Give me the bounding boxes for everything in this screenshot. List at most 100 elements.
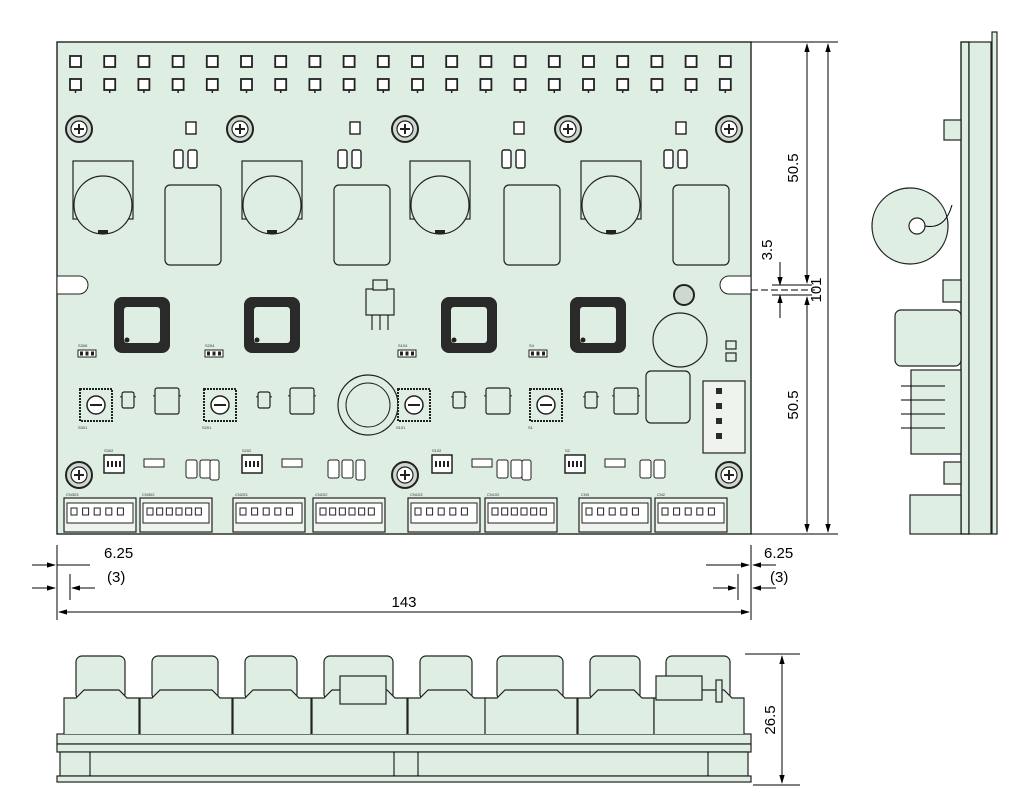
dim-right-hole: (3): [770, 569, 788, 586]
led-pad: [171, 55, 185, 68]
smd-pair: [653, 459, 666, 479]
led-pad: [137, 55, 151, 68]
smd-pair: [341, 459, 354, 479]
led-pad: [274, 78, 288, 91]
inductor-block: [645, 370, 691, 424]
right-header-connector: [702, 340, 746, 454]
rotary-label: S201: [202, 425, 212, 430]
led-pad: [240, 78, 253, 91]
electrolytic-capacitor: [581, 175, 641, 235]
inductor: [333, 184, 391, 266]
smd-part: [355, 459, 366, 481]
smd-pair: [496, 459, 509, 479]
led-pad: [650, 55, 664, 68]
led-pad: [342, 55, 356, 68]
connector-insert: [655, 675, 703, 701]
led-pad: [411, 55, 424, 68]
dip-switch: [241, 454, 263, 474]
connector-label: CN2: [657, 492, 666, 497]
small-ic: [289, 387, 315, 415]
connector-label: CN103: [410, 492, 423, 497]
led-pad: [137, 78, 151, 91]
vertical-dimensions: 50.5 50.5 3.5 101: [751, 41, 838, 535]
led-pad: [376, 78, 390, 91]
rotary-switch: [79, 388, 113, 422]
smd-pair: [510, 459, 523, 479]
side-view: [871, 31, 998, 535]
smd-part: [209, 459, 220, 481]
dim-top-half: 50.5: [785, 153, 802, 182]
led-pad: [103, 78, 117, 91]
led-pad: [445, 55, 459, 68]
electrolytic-capacitor: [73, 175, 133, 235]
led-pad: [376, 55, 390, 68]
led-pad-grid: [69, 55, 732, 93]
horizontal-dimensions: 6.25 (3) 6.25 (3) 143: [32, 545, 793, 620]
switch-label: S302: [104, 448, 114, 453]
led-pad: [445, 78, 459, 91]
bottom-view: 26.5: [56, 653, 800, 786]
jumper-label: S4: [529, 343, 535, 348]
led-pad: [308, 55, 322, 68]
smd-pair: [185, 459, 198, 479]
small-ic: [584, 391, 598, 409]
right-mount-slot: [719, 275, 752, 295]
jumper-label: S306: [78, 343, 88, 348]
led-pad: [240, 55, 253, 68]
dim-left-margin: 6.25: [104, 545, 133, 562]
small-ic: [257, 391, 271, 409]
led-pad: [650, 78, 664, 91]
switch-label: S202: [242, 448, 252, 453]
small-ic: [121, 391, 135, 409]
qfp-chips: [114, 297, 626, 353]
rotary-label: S301: [78, 425, 88, 430]
dim-total-width: 143: [391, 594, 416, 611]
led-pad: [718, 78, 732, 91]
connector-label: CN202: [315, 492, 328, 497]
jumper-label: S104: [398, 343, 408, 348]
small-ic: [154, 387, 180, 415]
jumper-label: S204: [205, 343, 215, 348]
led-pad: [616, 78, 630, 91]
dim-left-hole: (3): [107, 569, 125, 586]
small-button: [673, 284, 695, 306]
switch-label: S102: [432, 448, 442, 453]
power-module-row: [72, 121, 730, 266]
led-pad: [513, 78, 527, 91]
led-pad: [103, 55, 117, 68]
dim-total-height: 101: [808, 277, 825, 302]
small-ic: [613, 387, 639, 415]
jumper-row: S306 S204 S104 S4: [77, 343, 548, 358]
switch-label: S2: [565, 448, 571, 453]
dip-switch: [564, 454, 586, 474]
voltage-regulator: [365, 279, 395, 330]
electrolytic-capacitor: [410, 175, 470, 235]
led-pad: [342, 78, 356, 91]
led-pad: [513, 55, 527, 68]
electrolytic-capacitor: [242, 175, 302, 235]
led-pad: [411, 78, 424, 91]
led-pad: [616, 55, 630, 68]
dim-right-margin: 6.25: [764, 545, 793, 562]
dip-switch: [431, 454, 453, 474]
led-pad: [718, 55, 732, 68]
smd-pair: [639, 459, 652, 479]
connector-label: CN303: [66, 492, 79, 497]
rotary-label: S101: [396, 425, 406, 430]
led-pad: [479, 78, 493, 91]
led-pad: [308, 78, 322, 91]
smd-pair: [199, 459, 212, 479]
connector-label: CN203: [235, 492, 248, 497]
led-pad: [69, 78, 82, 91]
led-pad: [69, 55, 82, 68]
led-pad: [205, 55, 219, 68]
buzzer: [652, 312, 708, 368]
connector-insert: [339, 675, 387, 705]
left-mount-slot: [56, 275, 89, 295]
smd-pair: [327, 459, 340, 479]
connector-label: CN3: [581, 492, 590, 497]
